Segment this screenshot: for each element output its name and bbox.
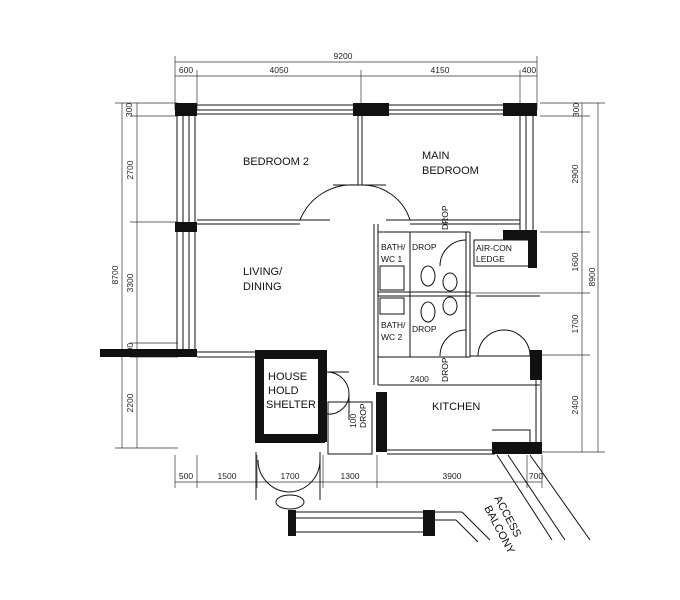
shelter-label-line1: HOUSE — [268, 371, 307, 383]
left-dimension-chain: 300 2700 3300 200 2200 8700 — [110, 103, 178, 449]
dim-left-total: 8700 — [110, 265, 120, 284]
dim-right-300: 300 — [571, 103, 581, 117]
dim-right-2400: 2400 — [570, 395, 580, 414]
dim-bottom-3900: 3900 — [443, 471, 462, 481]
drop-label-bedroom: DROP — [440, 205, 450, 230]
dim-top-600: 600 — [179, 65, 193, 75]
dim-left-300: 300 — [124, 103, 134, 117]
dim-top-4050: 4050 — [270, 65, 289, 75]
left-slab — [100, 349, 258, 358]
dim-right-2900: 2900 — [570, 164, 580, 183]
dim-right-1700: 1700 — [570, 314, 580, 333]
dim-right-total: 8900 — [587, 267, 597, 286]
shelter-label-line2: HOLD — [268, 385, 299, 397]
main-bedroom-label-line1: MAIN — [422, 150, 450, 162]
bath-1-label-line1: BATH/ — [381, 242, 406, 252]
main-bedroom-label-line2: BEDROOM — [422, 165, 479, 177]
dim-kitchen-2400: 2400 — [410, 374, 429, 384]
drop-label-bath2: DROP — [412, 324, 437, 334]
drop-label-chute: DROP — [358, 403, 368, 428]
kitchen-label: KITCHEN — [432, 401, 480, 413]
dim-top-total: 9200 — [334, 51, 353, 61]
aircon-ledge-label-line2: LEDGE — [476, 254, 505, 264]
dim-bottom-1500: 1500 — [218, 471, 237, 481]
entrance-area — [255, 452, 591, 543]
dim-bottom-1700: 1700 — [281, 471, 300, 481]
dim-left-2200: 2200 — [125, 393, 135, 412]
dim-top-4150: 4150 — [431, 65, 450, 75]
dim-top-400: 400 — [522, 65, 536, 75]
bath-2-label-line1: BATH/ — [381, 320, 406, 330]
bottom-dimension-chain: 500 1500 1700 1300 3900 700 — [174, 455, 543, 488]
dim-bottom-500: 500 — [179, 471, 193, 481]
dim-left-2700: 2700 — [125, 160, 135, 179]
aircon-ledge-label-line1: AIR-CON — [476, 243, 512, 253]
top-dimension-chain: 9200 600 4050 4150 400 — [174, 51, 538, 110]
shelter-label-line3: SHELTER — [266, 399, 316, 411]
drop-label-bath1: DROP — [412, 242, 437, 252]
drop-100-label: 100 — [348, 414, 358, 428]
living-dining-label-line2: DINING — [243, 281, 282, 293]
bedroom-2-label: BEDROOM 2 — [243, 156, 309, 168]
bath-1-label-line2: WC 1 — [381, 254, 403, 264]
dim-left-3300: 3300 — [125, 273, 135, 292]
dim-bottom-700: 700 — [529, 471, 543, 481]
living-dining-label-line1: LIVING/ — [243, 266, 283, 278]
dim-right-1600: 1600 — [570, 252, 580, 271]
bath-2-label-line2: WC 2 — [381, 332, 403, 342]
interior-walls — [197, 116, 542, 455]
right-dimension-chain: 300 2900 1600 1700 2400 8900 — [470, 103, 605, 453]
dim-bottom-1300: 1300 — [341, 471, 360, 481]
exterior-walls — [175, 103, 537, 352]
drop-label-kitchen: DROP — [440, 357, 450, 382]
